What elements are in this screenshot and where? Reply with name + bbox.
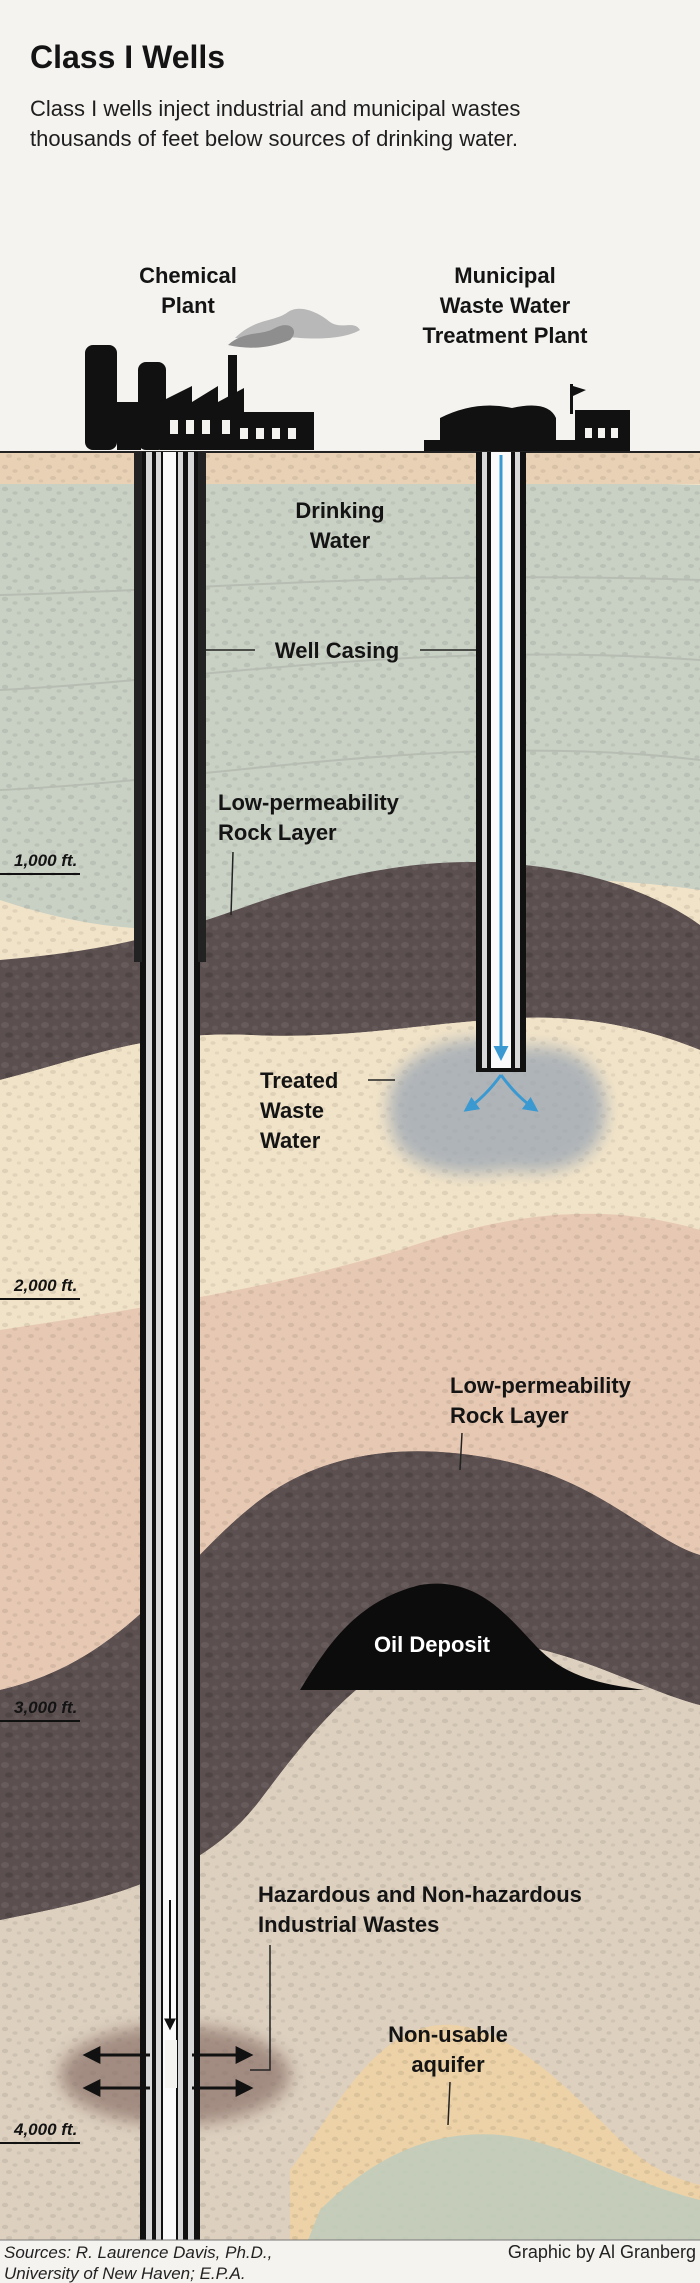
aquifer-label-1: Non-usable [388,2022,508,2047]
credit-line: Graphic by Al Granberg [508,2242,696,2262]
lower-rock-label-2: Rock Layer [450,1403,569,1428]
chemical-well [140,452,200,2262]
drinking-water-label-1: Drinking [295,498,384,523]
chemical-plant-label-2: Plant [161,293,215,318]
municipal-plant-label-2: Waste Water [440,293,571,318]
depth-3000: 3,000 ft. [14,1698,77,1717]
sources-line-2: University of New Haven; E.P.A. [4,2264,246,2283]
page-title: Class I Wells [30,39,225,75]
treated-water-label-3: Water [260,1128,321,1153]
municipal-plant-label-1: Municipal [454,263,555,288]
municipal-well [466,452,536,1110]
sources-line-1: Sources: R. Laurence Davis, Ph.D., [4,2243,272,2262]
hazardous-label-2: Industrial Wastes [258,1912,439,1937]
municipal-plant-label-3: Treatment Plant [422,323,588,348]
well-casing-label: Well Casing [275,638,399,663]
chemical-plant-label-1: Chemical [139,263,237,288]
depth-1000: 1,000 ft. [14,851,77,870]
subtitle-line-2: thousands of feet below sources of drink… [30,126,518,151]
drinking-water-label-2: Water [310,528,371,553]
lower-rock-label-1: Low-permeability [450,1373,632,1398]
oil-deposit-label: Oil Deposit [374,1632,491,1657]
aquifer-label-2: aquifer [411,2052,485,2077]
depth-4000: 4,000 ft. [13,2120,77,2139]
upper-rock-label-1: Low-permeability [218,790,400,815]
upper-rock-label-2: Rock Layer [218,820,337,845]
subtitle-line-1: Class I wells inject industrial and muni… [30,96,520,121]
treated-water-label-1: Treated [260,1068,338,1093]
depth-2000: 2,000 ft. [13,1276,77,1295]
treated-water-label-2: Waste [260,1098,324,1123]
hazardous-label-1: Hazardous and Non-hazardous [258,1882,582,1907]
